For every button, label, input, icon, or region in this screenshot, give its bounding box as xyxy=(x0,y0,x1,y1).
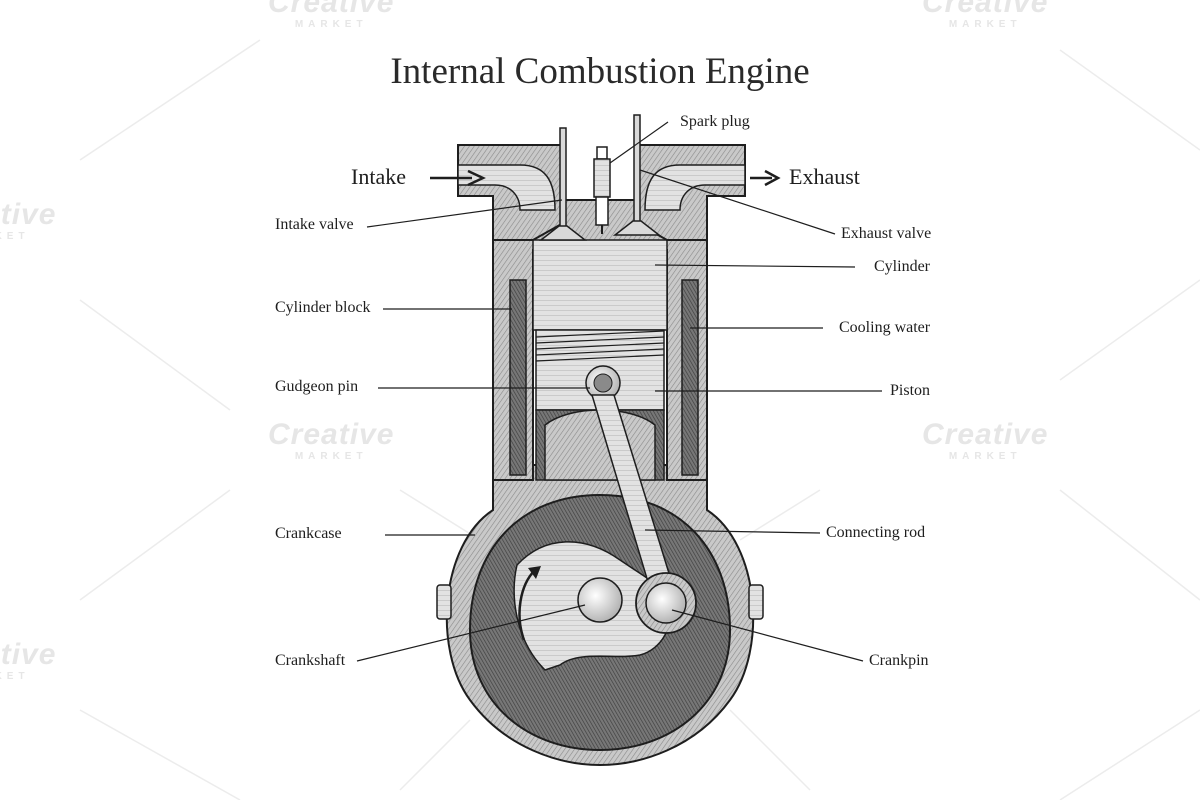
label-exhaust-valve: Exhaust valve xyxy=(841,225,932,242)
crankpin xyxy=(645,582,687,624)
leader-spark-plug xyxy=(609,121,669,164)
crankshaft xyxy=(513,541,671,671)
label-intake: Intake xyxy=(351,164,406,189)
label-gudgeon-pin: Gudgeon pin xyxy=(275,378,359,395)
diagram-title: Internal Combustion Engine xyxy=(390,51,810,92)
connecting-rod xyxy=(590,394,697,634)
intake-valve-head xyxy=(538,225,588,241)
valves xyxy=(538,114,662,241)
label-crankpin: Crankpin xyxy=(869,652,929,669)
intake-port xyxy=(457,164,556,211)
exhaust-valve-stem xyxy=(633,114,641,229)
intake-arrow xyxy=(430,169,486,187)
cooling-channel-right xyxy=(681,279,699,476)
crankcase-bolt-right xyxy=(748,584,764,620)
crankcase-bolt-left xyxy=(436,584,452,620)
leader-crankshaft xyxy=(356,604,586,662)
leader-cylinder xyxy=(654,264,856,268)
cylinder-head xyxy=(457,144,746,241)
label-exhaust: Exhaust xyxy=(789,164,860,189)
label-cooling-water: Cooling water xyxy=(839,319,931,336)
piston-rings xyxy=(535,330,665,362)
label-crankcase: Crankcase xyxy=(275,525,342,542)
label-crankshaft: Crankshaft xyxy=(275,652,346,669)
watermark-lines xyxy=(79,39,1200,800)
label-piston: Piston xyxy=(890,382,931,399)
rotation-arrow xyxy=(518,569,536,641)
exhaust-port xyxy=(644,164,746,211)
spark-plug xyxy=(593,146,611,234)
intake-valve-stem xyxy=(559,127,567,229)
leader-intake-valve xyxy=(366,199,563,228)
leader-lines xyxy=(356,121,882,662)
exhaust-valve-head xyxy=(612,220,662,236)
label-cylinder: Cylinder xyxy=(874,258,930,275)
leader-exhaust-valve xyxy=(639,169,836,235)
label-intake-valve: Intake valve xyxy=(275,216,354,233)
crankshaft-journal xyxy=(577,577,623,623)
label-cylinder-block: Cylinder block xyxy=(275,299,371,316)
combustion-chamber xyxy=(532,239,668,331)
label-spark-plug: Spark plug xyxy=(680,113,750,130)
leader-connecting-rod xyxy=(644,529,821,534)
exhaust-arrow xyxy=(750,169,781,187)
label-connecting-rod: Connecting rod xyxy=(826,524,926,541)
leader-crankpin xyxy=(671,609,864,662)
cooling-channel-left xyxy=(509,279,527,476)
